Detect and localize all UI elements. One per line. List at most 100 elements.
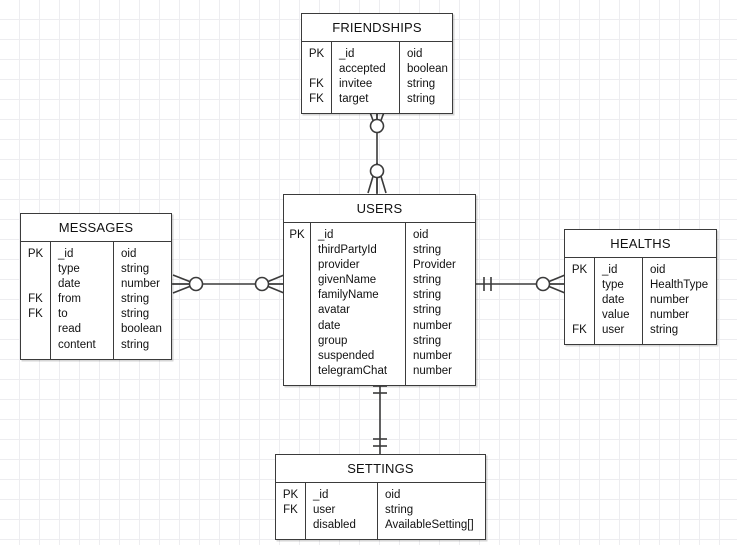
- row-key: [565, 308, 594, 323]
- row-field: _id: [339, 48, 355, 60]
- row-key: FK: [283, 504, 298, 517]
- entity-title-settings: SETTINGS: [276, 455, 485, 483]
- row-key: [284, 349, 310, 364]
- row-type: string: [413, 244, 442, 257]
- row-field: accepted: [339, 63, 386, 76]
- row-key: [21, 277, 50, 292]
- row-type: oid: [121, 248, 137, 260]
- row-key: [302, 62, 331, 77]
- row-field: _id: [602, 264, 618, 276]
- row-key: PK: [27, 248, 44, 260]
- entity-users[interactable]: USERS PK _id thirdPartyId provider givenName…: [283, 194, 476, 386]
- row-field: avatar: [318, 304, 350, 317]
- row-field: givenName: [318, 274, 377, 287]
- row-type: boolean: [121, 323, 162, 336]
- row-key: FK: [28, 308, 43, 321]
- row-key: [284, 364, 310, 379]
- row-field: _id: [313, 489, 329, 501]
- row-key: [284, 273, 310, 288]
- row-field: read: [58, 323, 82, 336]
- entity-title-messages: MESSAGES: [21, 214, 171, 242]
- key-column: PK: [284, 223, 311, 385]
- type-column: oid boolean string string: [400, 42, 452, 113]
- row-key: PK: [289, 229, 305, 241]
- row-field: value: [602, 309, 630, 322]
- row-type: string: [650, 324, 679, 337]
- row-type: oid: [385, 489, 401, 501]
- row-key: [565, 278, 594, 293]
- row-field: provider: [318, 259, 360, 272]
- row-field: _id: [58, 248, 74, 260]
- row-key: [284, 319, 310, 334]
- row-type: number: [413, 349, 452, 362]
- row-key: [284, 243, 310, 258]
- row-type: oid: [650, 264, 666, 276]
- row-field: user: [602, 324, 625, 337]
- entity-title-users: USERS: [284, 195, 475, 223]
- row-key: [284, 334, 310, 349]
- edge-users-settings[interactable]: [373, 377, 387, 454]
- row-type: Provider: [413, 259, 456, 272]
- row-key: FK: [28, 293, 43, 306]
- row-field: group: [318, 334, 348, 347]
- edge-friendships-users[interactable]: [367, 106, 387, 194]
- row-field: telegramChat: [318, 364, 388, 377]
- row-field: content: [58, 338, 96, 351]
- edge-messages-users[interactable]: [172, 274, 285, 294]
- row-field: from: [58, 293, 81, 306]
- row-field: suspended: [318, 349, 375, 362]
- row-key: FK: [309, 78, 324, 91]
- row-type: boolean: [407, 63, 448, 76]
- edge-users-healths[interactable]: [476, 274, 566, 294]
- row-field: to: [58, 308, 68, 321]
- row-field: _id: [318, 229, 334, 241]
- row-key: [284, 258, 310, 273]
- row-key: PK: [282, 489, 299, 501]
- row-type: string: [413, 274, 442, 287]
- row-key: [21, 262, 50, 277]
- row-key: PK: [308, 48, 325, 60]
- row-type: number: [650, 309, 689, 322]
- row-type: string: [413, 289, 442, 302]
- row-key: [21, 338, 50, 353]
- row-field: date: [58, 278, 81, 291]
- row-type: oid: [407, 48, 423, 60]
- row-field: date: [602, 294, 625, 307]
- row-type: string: [407, 93, 436, 106]
- row-type: HealthType: [650, 279, 709, 292]
- row-type: AvailableSetting[]: [385, 519, 474, 532]
- row-field: type: [58, 263, 80, 276]
- row-key: [284, 288, 310, 303]
- row-type: number: [413, 364, 452, 377]
- row-field: date: [318, 319, 341, 332]
- row-field: thirdPartyId: [318, 244, 377, 257]
- entity-title-friendships: FRIENDSHIPS: [302, 14, 452, 42]
- row-type: number: [413, 319, 452, 332]
- row-field: type: [602, 279, 624, 292]
- row-field: invitee: [339, 78, 373, 91]
- row-key: [276, 518, 305, 533]
- row-type: string: [407, 78, 436, 91]
- row-type: string: [413, 334, 442, 347]
- key-column: PK FK: [565, 258, 595, 345]
- row-type: string: [121, 338, 150, 351]
- row-type: number: [121, 278, 160, 291]
